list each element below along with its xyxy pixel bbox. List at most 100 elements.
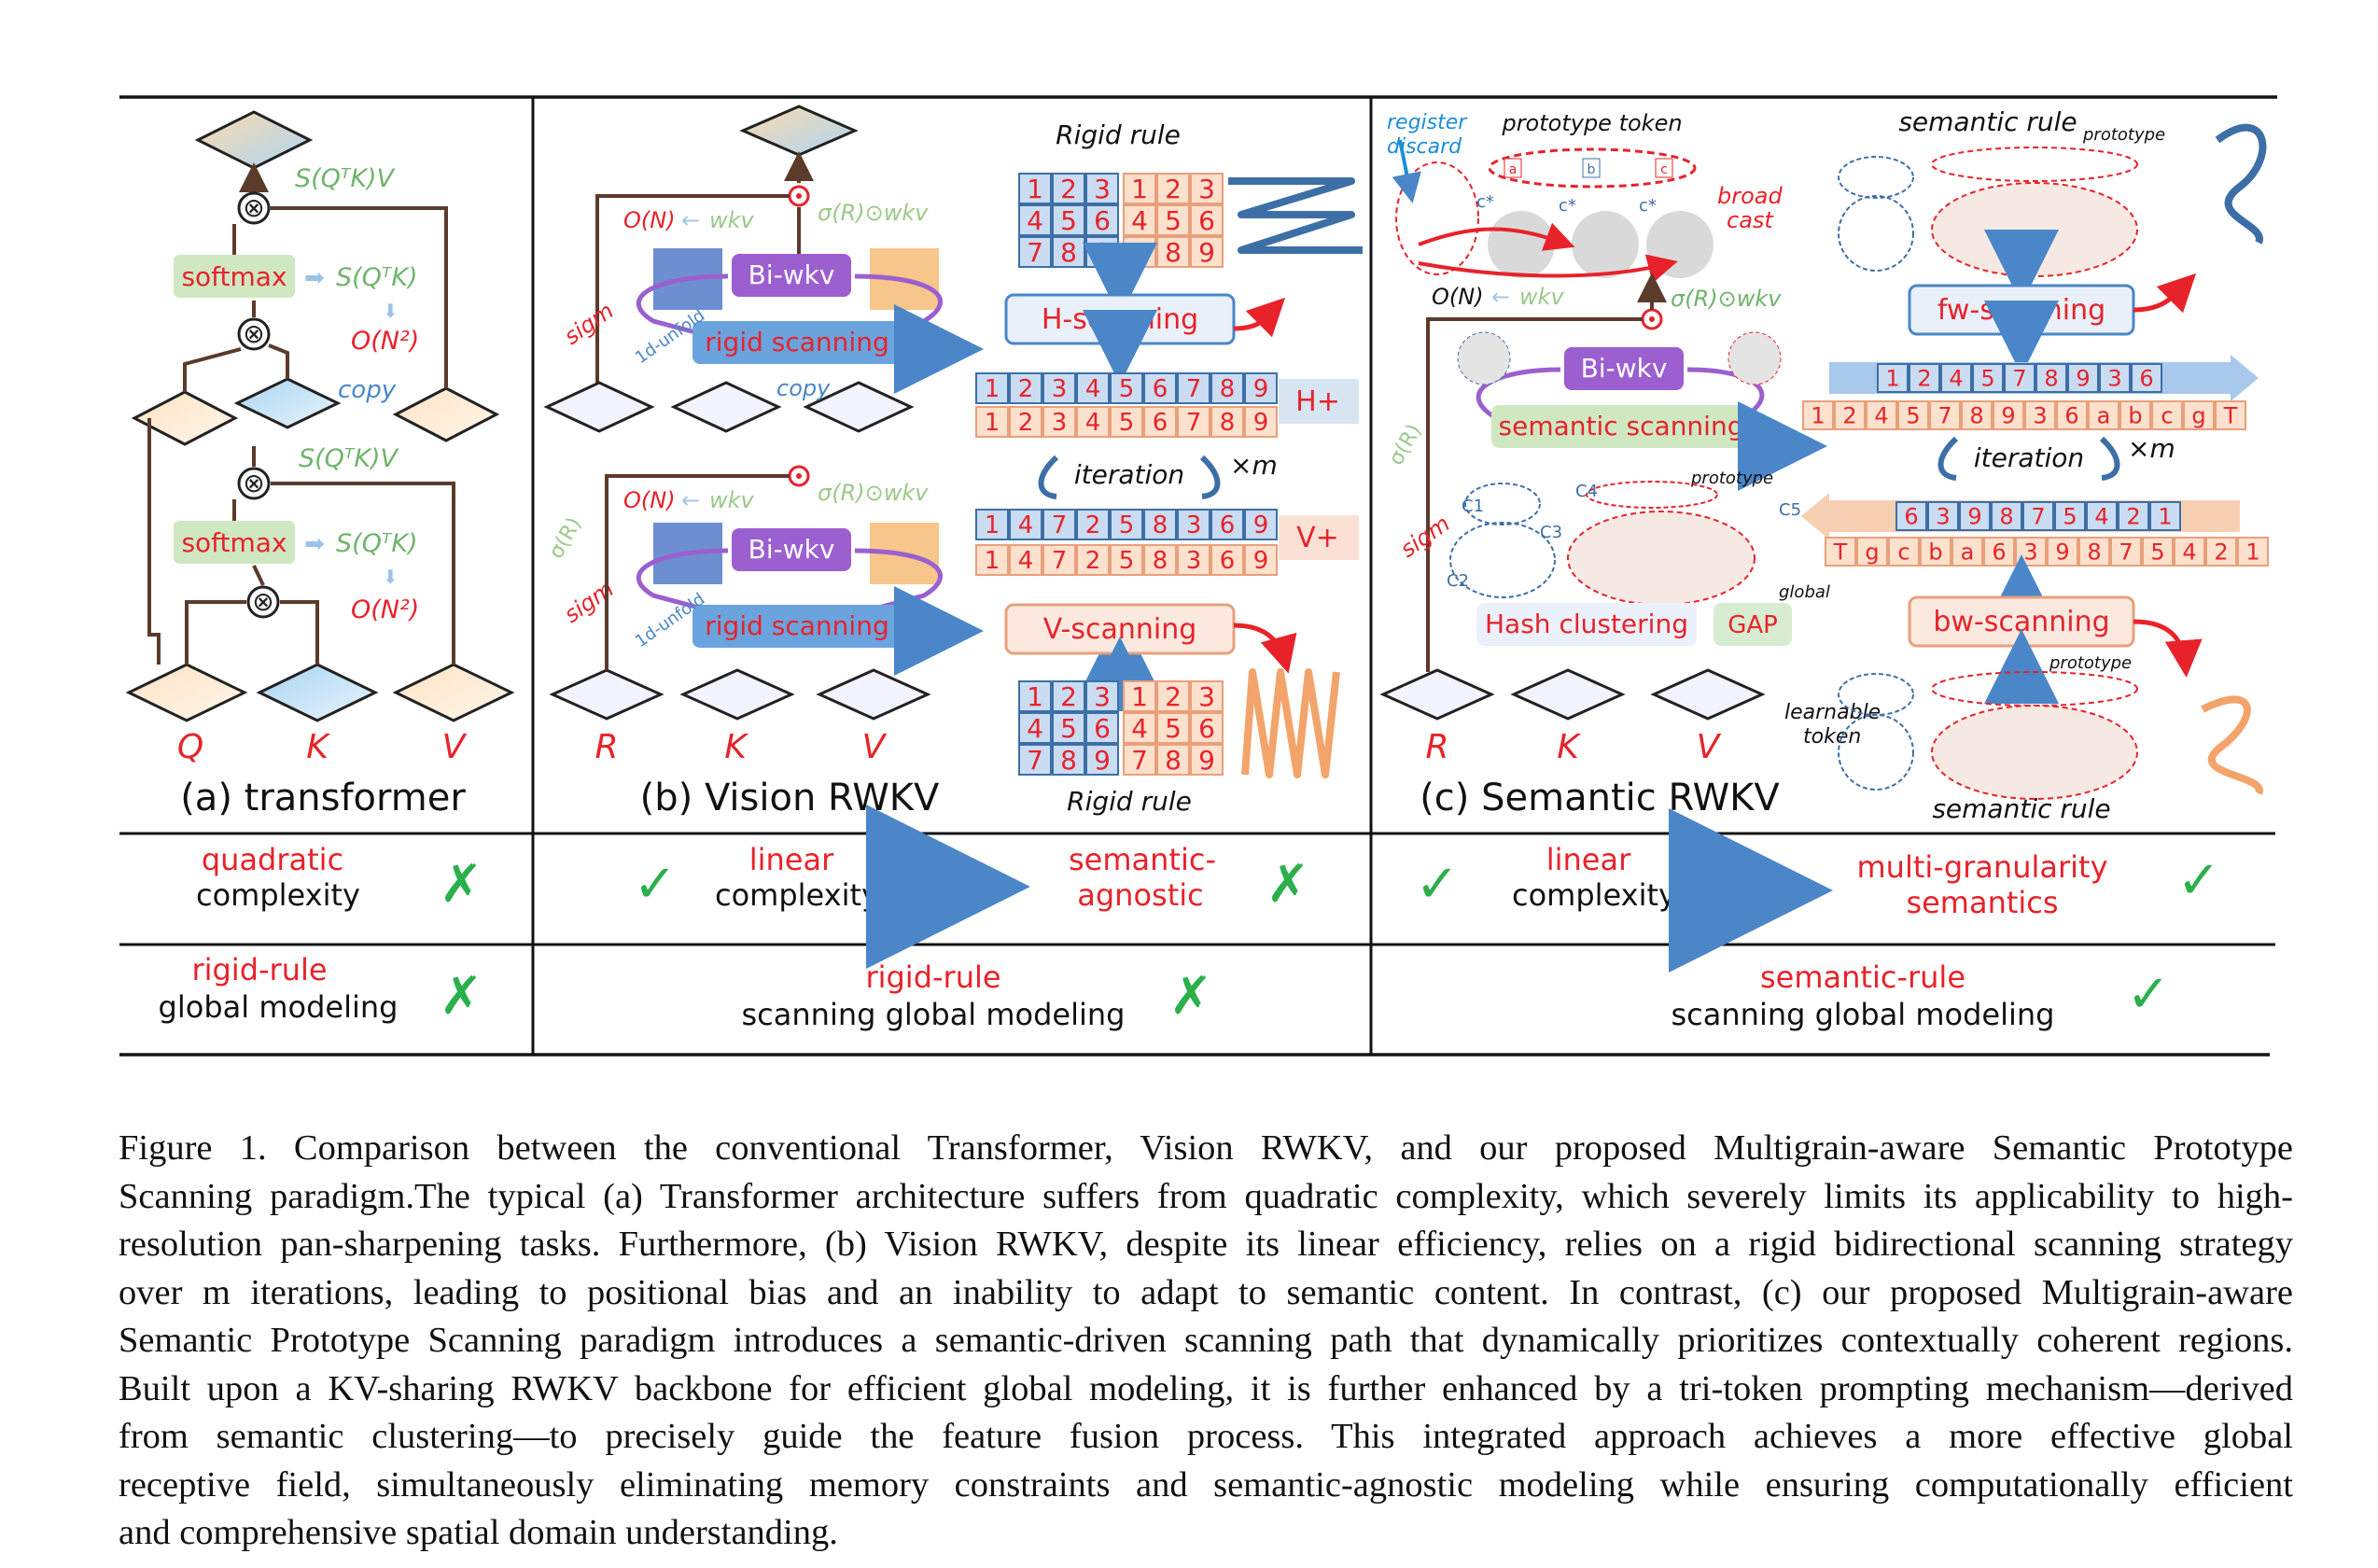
token-cell (1110, 509, 1143, 540)
bi-wkv-label-c: Bi-wkv (1581, 353, 1668, 384)
token-cell-label: 6 (2064, 402, 2078, 428)
token-cell-label: 1 (985, 547, 1000, 575)
grid-cell-label: 9 (1198, 745, 1215, 776)
token-cell-label: 9 (2076, 365, 2090, 391)
svg-text:c: c (1660, 162, 1668, 177)
token-cell-label: 2 (1018, 409, 1034, 437)
token-cell-label: 8 (2044, 365, 2058, 391)
token-cell (2151, 400, 2183, 430)
token-cell (2131, 363, 2162, 393)
caption-line: resolution pan-sharpening tasks. Further… (119, 1225, 2293, 1264)
figure-frame (119, 95, 2277, 1057)
token-cell-label: 9 (1253, 511, 1269, 539)
q-input (125, 663, 248, 722)
grid-cell-label: 5 (1060, 713, 1077, 744)
token-cell-label: 4 (1085, 375, 1101, 403)
token-cell (2035, 363, 2067, 393)
token-cell-label: 3 (2023, 539, 2037, 565)
cluster-right: prototype (1567, 469, 1773, 606)
grid-cell (1018, 236, 1052, 268)
semantic-scanning-box (1491, 405, 1751, 448)
token-cell (1076, 406, 1110, 438)
token-cell (2022, 501, 2054, 531)
token-cell-label: b (2128, 402, 2142, 428)
svg-text:b: b (1588, 162, 1596, 177)
figure-1: ⊗ S(QᵀK)V softmax ➡ S(QᵀK) ⬇ O(N²) ⊗ cop… (119, 95, 2277, 1057)
svg-text:←: ← (681, 487, 700, 513)
gap-box (1714, 603, 1792, 646)
c-semantics: semantics (1906, 885, 2058, 920)
b-rigid-rule: rigid-rule (865, 959, 1000, 995)
token-cell-label: 8 (2087, 539, 2101, 565)
token-cell (2174, 537, 2205, 567)
token-cell-label: 3 (1052, 409, 1068, 437)
svg-text:a: a (1509, 162, 1518, 177)
token-cell-label: 2 (2214, 539, 2228, 565)
rigid-scanning-label-bottom: rigid scanning (705, 610, 888, 641)
token-cell-label: 7 (1052, 547, 1068, 575)
b-semantic: semantic- (1069, 842, 1216, 877)
on-label-b-bottom: O(N) (623, 487, 676, 513)
grid-cell (1123, 744, 1156, 776)
token-cell (1076, 372, 1110, 404)
c2-label-left: C2 (1447, 571, 1469, 591)
caption-line: Figure 1. Comparison between the convent… (119, 1128, 2293, 1168)
token-cell (1177, 406, 1210, 438)
grid-cell-label: 1 (1027, 681, 1043, 712)
grid-cell (1156, 236, 1190, 268)
grid-cell (1190, 204, 1224, 236)
token-cell (1897, 400, 1929, 430)
token-cell (1177, 372, 1210, 404)
softmax-label-top: softmax (181, 261, 287, 292)
token-cell (1856, 537, 1888, 567)
token-cell-label: 7 (1186, 375, 1202, 403)
grid-cell-label: 5 (1060, 205, 1077, 236)
svg-text:←: ← (681, 207, 700, 233)
token-cell-label: 1 (1885, 365, 1899, 391)
grid-cell-label: 4 (1131, 713, 1148, 744)
token-cell (1009, 509, 1042, 540)
token-cell-label: 5 (1119, 409, 1135, 437)
token-cell (1895, 501, 1927, 531)
token-cell-label: 8 (1999, 503, 2013, 529)
panel-a-title: (a) transformer (180, 777, 466, 819)
token-cell-label: 6 (1153, 375, 1168, 403)
token-cell (1940, 363, 1972, 393)
bi-wkv-label-top: Bi-wkv (748, 259, 835, 290)
wkv-label-b-top: wkv (709, 207, 755, 233)
bi-wkv-label-bottom: Bi-wkv (748, 534, 835, 565)
token-cell (2086, 501, 2118, 531)
grid-cell (1156, 204, 1190, 236)
token-cell (1961, 400, 1993, 430)
k-input-b (679, 668, 795, 721)
panel-b-title: (b) Vision RWKV (640, 777, 940, 819)
token-cell (1244, 509, 1278, 540)
token-cell (1042, 406, 1076, 438)
grid-cell-label: 6 (1198, 713, 1215, 744)
k-token-top (670, 381, 782, 433)
grid-cell (1156, 744, 1190, 776)
grid-cell (1190, 712, 1224, 744)
c-scanning-global-modeling: scanning global modeling (1672, 997, 2055, 1032)
grid-cell (1018, 744, 1052, 776)
copy-label-a: copy (338, 376, 397, 404)
token-cell-label: 4 (1018, 511, 1034, 539)
svg-text:➡: ➡ (304, 264, 325, 292)
c-multi-granularity: multi-granularity (1857, 849, 2108, 885)
grid-cell (1052, 744, 1085, 776)
bi-wkv-box-c (1564, 347, 1684, 390)
v-input-b (816, 668, 931, 721)
token-cell-label: 9 (1253, 375, 1269, 403)
c4-label: C4 (1575, 482, 1598, 501)
token-cell (1244, 372, 1278, 404)
grid-cell-label: 2 (1060, 681, 1077, 712)
grid-cell (1018, 173, 1052, 204)
token-cell (1972, 363, 2004, 393)
token-cell (1143, 544, 1177, 576)
token-cell (1042, 544, 1076, 576)
token-cell (2149, 501, 2181, 531)
svg-text:⊗: ⊗ (243, 318, 264, 349)
token-cell-label: 1 (2158, 503, 2172, 529)
matmul-op-bottom (246, 585, 280, 619)
